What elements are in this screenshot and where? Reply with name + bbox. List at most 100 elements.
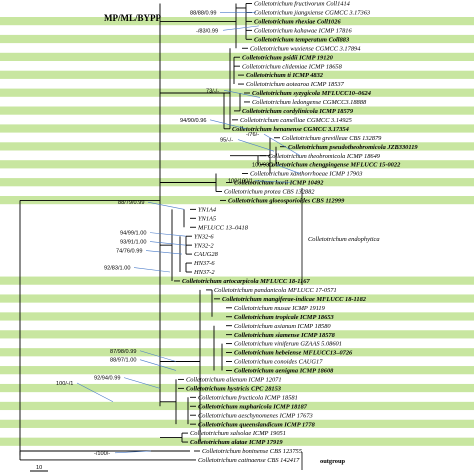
support-leader: [133, 267, 171, 273]
taxon-label: Colletotrichum aenigma ICMP 18608: [234, 368, 334, 375]
taxon-label: Colletotrichum tropicale ICMP 18653: [234, 314, 335, 321]
band-20: [0, 178, 474, 187]
taxon-label: Colletotrichum fructivorum Coll1414: [254, 1, 351, 8]
taxon-label: Colletotrichum jiangxiense CGMCC 3.17363: [254, 10, 370, 17]
support-value: 93/91/1.00: [120, 240, 146, 246]
taxon-label: Colletotrichum siamense ICMP 18578: [234, 332, 336, 339]
support-value: 100/98/1: [252, 163, 274, 169]
scale-bar: 10: [30, 465, 48, 472]
support-value: 87/98/0.99: [110, 349, 136, 355]
support-leader: [114, 450, 152, 454]
support-leader: [149, 241, 187, 246]
taxon-label: Colletotrichum xanthorrhoeae ICMP 17903: [250, 171, 362, 178]
support-leader: [147, 201, 185, 210]
taxon-label: Colletotrichum hystricis CPC 28153: [186, 385, 282, 392]
taxon-label: Colletotrichum alienum ICMP 12071: [186, 377, 282, 384]
taxon-label: Colletotrichum pandanicola MFLUCC 17-057…: [214, 287, 337, 294]
band-2: [0, 17, 474, 26]
support-value: 95/-/-: [220, 138, 233, 144]
taxon-label: Colletotrichum camelliae CGMCC 3.14925: [240, 117, 352, 124]
taxon-label: Colletotrichum alatae ICMP 17919: [190, 439, 283, 446]
band-45: [0, 401, 474, 411]
taxon-label: Colletotrichum henanense CGMCC 3.17354: [232, 126, 349, 133]
support-value: 100/-/1: [56, 381, 73, 387]
band-49: [0, 437, 474, 446]
tree-heading: MP/ML/BYPP: [104, 13, 161, 23]
support-value: 92/94/0.99: [94, 376, 120, 382]
taxon-label: Colletotrichum gloeosporioides CBS 11299…: [228, 198, 345, 205]
taxon-labels: Colletotrichum fructivorum Coll1414Colle…: [182, 1, 418, 464]
band-22: [0, 196, 474, 205]
band-31: [0, 276, 474, 285]
support-leader: [222, 25, 260, 31]
taxon-label: HN37-2: [193, 269, 215, 276]
taxon-label: Colletotrichum fructicola ICMP 18581: [198, 394, 298, 401]
taxon-label: CAUG28: [194, 251, 219, 258]
support-value: 74/76/0.99: [116, 249, 142, 255]
support-leader: [237, 139, 275, 152]
scale-bar-label: 10: [36, 465, 42, 471]
taxon-label: YN32-6: [194, 233, 214, 240]
band-33: [0, 294, 474, 303]
taxon-label: Colletotrichum kahawae ICMP 17816: [254, 27, 352, 34]
taxon-label: YN32-2: [194, 242, 214, 249]
taxon-label: Colletotrichum asianum ICMP 18580: [234, 323, 331, 330]
taxon-label: Colletotrichum horii ICMP 10492: [234, 180, 324, 187]
highlight-bands: [0, 17, 474, 446]
clade-label-endophytica: Colletotrichum endophytica: [308, 236, 380, 243]
support-value: 73/-/-: [206, 88, 219, 94]
band-43: [0, 383, 474, 393]
taxon-label: Colletotrichum nupharicola ICMP 18187: [198, 403, 308, 410]
taxon-label: Colletotrichum salsolae ICMP 19051: [190, 430, 286, 437]
band-39: [0, 348, 474, 357]
support-value: -/100/-: [94, 451, 110, 457]
support-leader: [123, 377, 161, 389]
taxon-label: Colletotrichum temperatum Coll883: [254, 36, 350, 43]
band-41: [0, 366, 474, 375]
taxon-label: Colletotrichum mangiferae-indicae MFLUCC…: [222, 296, 367, 303]
band-4: [0, 34, 474, 44]
taxon-label: Colletotrichum cordylinicola ICMP 18579: [242, 108, 354, 115]
taxon-label: YN1A5: [198, 215, 216, 222]
support-value: -/76/-: [246, 132, 259, 138]
band-18: [0, 160, 474, 169]
support-values: 88/88/0.99 -/83/0.99 73/-/- 94/90/0.96 95/-/…: [56, 10, 301, 457]
support-value: 94/90/0.96: [180, 118, 206, 124]
clade-label-outgroup: outgroup: [320, 458, 346, 465]
taxon-label: Colletotrichum catinaense CBS 142417: [198, 457, 300, 464]
support-value: 88/88/0.99: [190, 10, 216, 16]
taxon-label: MFLUCC 13–0418: [197, 224, 249, 231]
taxon-label: Colletotrichum queenslandicum ICMP 1778: [198, 421, 316, 428]
taxon-label: YN1A4: [198, 206, 217, 213]
support-leader: [209, 119, 247, 130]
support-leader: [254, 180, 292, 183]
support-value: 92/83/1.00: [104, 266, 130, 272]
taxon-label: Colletotrichum grevilleae CBS 132879: [282, 135, 382, 142]
support-value: 88/79/0.99: [118, 200, 144, 206]
taxon-label: Colletotrichum aeschynomenes ICMP 17673: [198, 412, 313, 419]
support-value: 94/99/1.00: [120, 231, 146, 237]
support-leader: [263, 133, 301, 156]
band-37: [0, 330, 474, 339]
taxon-label: Colletotrichum artocarpicola MFLUCC 18-1…: [182, 278, 310, 285]
support-value: -/83/0.99: [196, 28, 218, 34]
support-leader: [76, 382, 114, 403]
taxon-label: Colletotrichum syzygicola MFLUCC10–0624: [252, 90, 371, 97]
taxon-label: Colletotrichum ledongense CGMCC3.18888: [252, 99, 367, 106]
band-35: [0, 312, 474, 321]
clade-endophytica-bracket: Colletotrichum endophytica: [301, 188, 380, 285]
taxon-label: Colletotrichum ti ICMP 4832: [246, 72, 324, 79]
support-value: 88/97/1.00: [110, 358, 136, 364]
support-leader: [139, 350, 177, 362]
band-14: [0, 124, 474, 133]
taxon-label: Colletotrichum hebeiense MFLUCC13–0726: [234, 350, 353, 357]
taxon-label: Colletotrichum clidemiae ICMP 18658: [242, 63, 343, 70]
taxon-label: Colletotrichum viniferum GZAAS 5.08601: [234, 341, 342, 348]
taxon-label: Colletotrichum pseudotheobromicola JZB33…: [288, 144, 418, 151]
band-8: [0, 70, 474, 79]
support-leader: [149, 232, 187, 237]
band-16: [0, 142, 474, 151]
taxon-label: Colletotrichum psidii ICMP 19120: [242, 54, 334, 61]
taxon-label: Colletotrichum theobromicola ICMP 18649: [268, 153, 381, 160]
